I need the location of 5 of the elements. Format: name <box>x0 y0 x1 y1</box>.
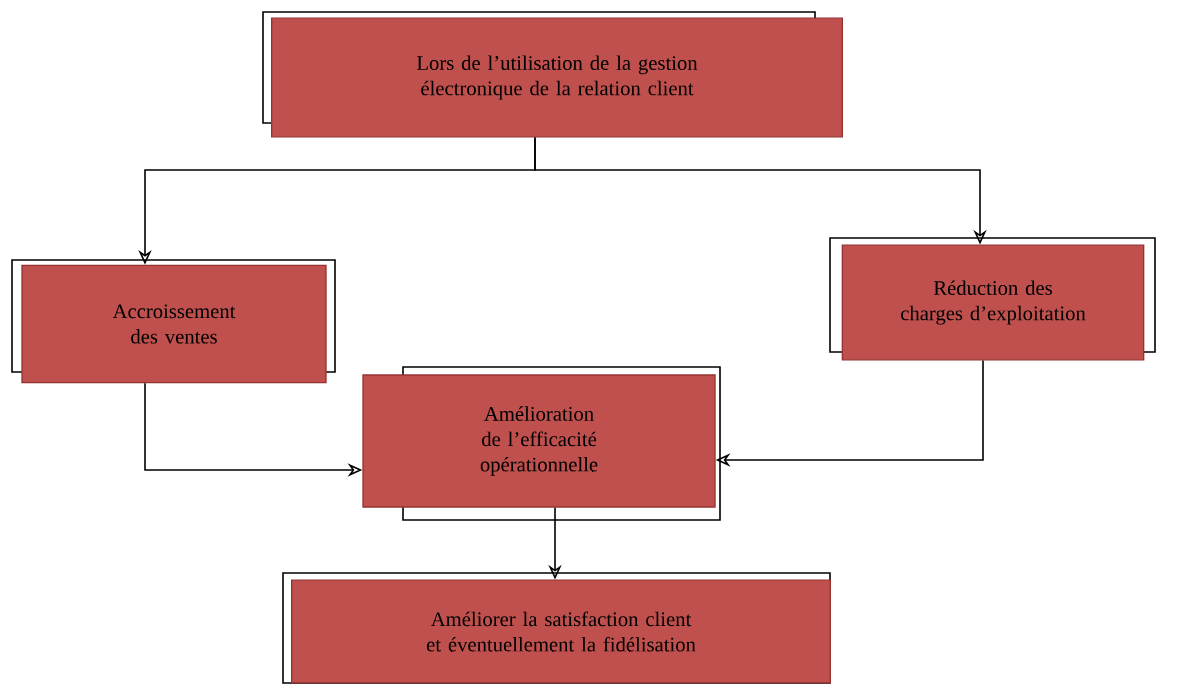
process-box: Amélioration de l’efficacité opérationnelle <box>362 374 716 508</box>
process-box: Réduction des charges d’exploitation <box>841 244 1145 361</box>
process-box: Accroissement des ventes <box>21 264 327 384</box>
process-box: Améliorer la satisfaction client et éventuellement la fidélisation <box>291 579 831 684</box>
process-box: Lors de l’utilisation de la gestion électronique de la relation client <box>271 17 843 138</box>
